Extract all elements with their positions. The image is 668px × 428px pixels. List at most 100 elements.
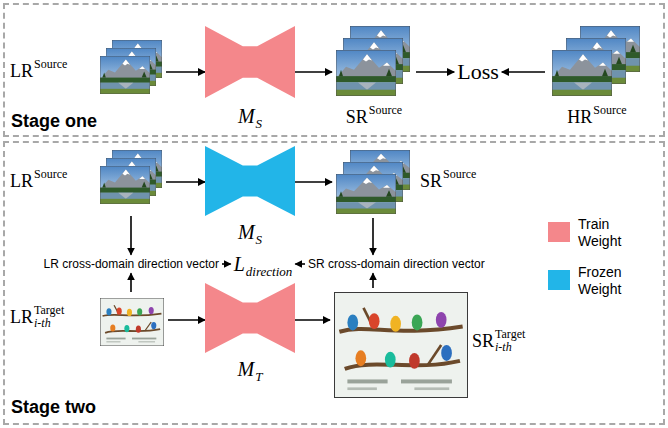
math-label: LRSource [10, 58, 67, 83]
text-holder: SR cross-domain direction vector [308, 257, 485, 271]
subscript-text: direction [246, 265, 292, 278]
arrow-connector [166, 71, 205, 73]
symbol-text: M [238, 106, 255, 126]
math-label: SRSource [420, 168, 476, 193]
superscript-text: Source [369, 104, 402, 116]
script-stack: S [256, 102, 263, 130]
target-image: SRTargeti-th [330, 288, 542, 402]
symbol-text: SR [472, 332, 494, 350]
script-stack: Targeti-th [495, 328, 525, 353]
image-stack: SRSource [332, 146, 500, 218]
superscript-text: Source [34, 168, 67, 180]
bowtie-shape [205, 146, 295, 216]
script-stack: S [256, 218, 263, 246]
stage-title-text: Stage two [11, 397, 96, 417]
stage-title-text: Stage one [11, 111, 97, 131]
vector-label: LR cross-domain direction vector [41, 255, 222, 273]
arrow-connector [295, 181, 332, 183]
script-stack: Targeti-th [34, 304, 64, 329]
math-label: SRTargeti-th [472, 328, 525, 353]
symbol-text: LR [10, 62, 33, 80]
node-text: LR cross-domain direction vector [44, 257, 219, 271]
arrow-connector [416, 71, 454, 73]
node-text: Loss [457, 59, 499, 84]
arrow-connector [130, 273, 132, 292]
symbol-text: M [238, 359, 255, 379]
subscript-text: i-th [34, 317, 64, 329]
arrow-connector [372, 218, 374, 255]
subscript-text: i-th [495, 341, 525, 353]
image-stack: LRSource [8, 36, 166, 108]
subscript-text: S [256, 233, 263, 246]
symbol-text: LR [10, 172, 33, 190]
symbol-text: M [238, 222, 255, 242]
vector-label: SR cross-domain direction vector [305, 255, 488, 273]
symbol-text: LR [10, 308, 33, 326]
legend-label: Frozen Weight [578, 264, 636, 298]
image-stack: SRSource [332, 22, 416, 134]
model-network: MT [205, 283, 295, 381]
target-image: LRTargeti-th [8, 292, 168, 352]
text-holder: Loss [457, 60, 499, 84]
legend-label: Train Weight [578, 216, 636, 250]
math-label: Ldirection [234, 250, 293, 278]
arrow-connector [295, 263, 305, 265]
stage-title: Stage two [11, 397, 96, 418]
math-label: LRSource [10, 168, 67, 193]
bowtie-outline [205, 283, 295, 353]
arrow-connector [166, 181, 205, 183]
legend-text: Train Weight [578, 216, 621, 249]
script-stack: Source [443, 168, 476, 193]
arrow-connector [130, 216, 132, 255]
script-stack: Source [369, 104, 402, 129]
loss-label: Loss [454, 58, 502, 86]
text-holder: LR cross-domain direction vector [44, 257, 219, 271]
subscript-text: S [256, 117, 263, 130]
script-stack: T [255, 355, 262, 383]
math-label: SRSource [346, 104, 402, 129]
superscript-text: Source [593, 104, 626, 116]
legend-swatch [548, 222, 570, 242]
subscript-text: T [255, 370, 262, 383]
model-network: MS [205, 26, 295, 132]
symbol-text: SR [420, 172, 442, 190]
script-stack: Source [593, 104, 626, 129]
script-stack: direction [246, 250, 292, 278]
arrow-connector [295, 319, 330, 321]
math-label: LRTargeti-th [10, 304, 64, 329]
node-text: SR cross-domain direction vector [308, 257, 485, 271]
script-stack: Source [34, 168, 67, 193]
bowtie-outline [205, 26, 295, 98]
arrow-connector [372, 273, 374, 288]
legend-swatch [548, 270, 570, 290]
math-label: MT [238, 355, 263, 383]
symbol-text: L [234, 254, 245, 274]
bowtie-shape [205, 283, 295, 353]
arrow-connector [295, 71, 332, 73]
symbol-text: SR [346, 108, 368, 126]
superscript-text: Source [34, 58, 67, 70]
math-label: MS [238, 102, 262, 130]
script-stack: Source [34, 58, 67, 83]
arrow-connector [502, 71, 545, 73]
model-network: MS [205, 146, 295, 246]
stage-title: Stage one [11, 111, 97, 132]
image-stack: HRSource [545, 22, 649, 134]
math-label: MS [238, 218, 262, 246]
arrow-connector [168, 319, 205, 321]
stage-panel: Stage oneLRSourceMSSRSourceLossHRSource [3, 3, 665, 137]
image-stack: LRSource [8, 148, 166, 216]
math-label: HRSource [567, 104, 626, 129]
superscript-text: Source [443, 168, 476, 180]
loss-label: Ldirection [231, 248, 296, 280]
superscript-text: Target [34, 304, 64, 316]
legend-text: Frozen Weight [578, 264, 622, 297]
symbol-text: HR [567, 108, 592, 126]
arrow-connector [222, 263, 231, 265]
bowtie-outline [205, 146, 295, 216]
superscript-text: Target [495, 328, 525, 340]
bowtie-shape [205, 26, 295, 98]
